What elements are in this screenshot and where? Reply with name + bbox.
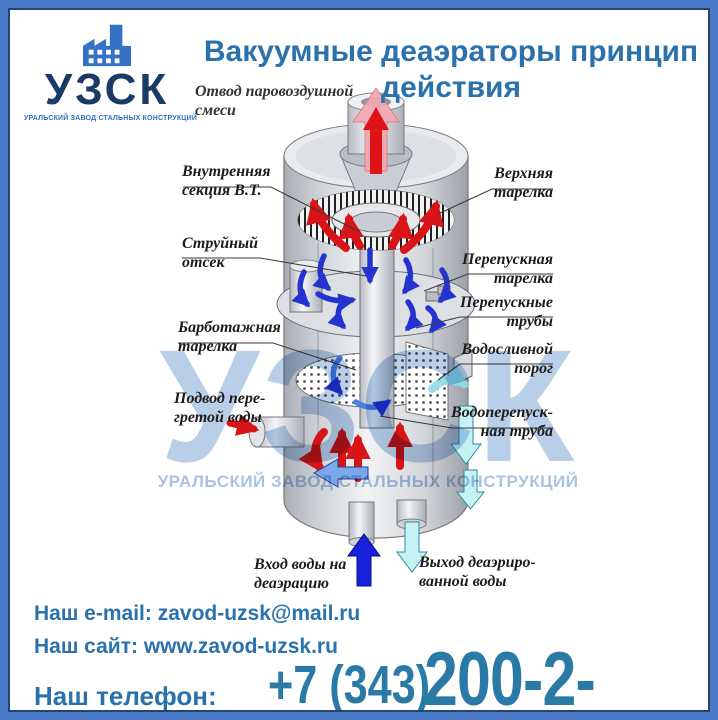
page-title: Вакуумные деаэраторы принцип действия	[203, 35, 699, 104]
label-water-outlet: Выход деаэриро- ванной воды	[419, 554, 536, 590]
logo-subtitle: УРАЛЬСКИЙ ЗАВОД СТАЛЬНЫХ КОНСТРУКЦИЙ	[24, 114, 198, 122]
label-upper-tray: Верхняя тарелка	[493, 165, 553, 201]
phone-label: Наш телефон:	[34, 681, 217, 711]
phone-number: 200-2-210	[424, 637, 596, 720]
site-line: Наш сайт: www.zavod-uzsk.ru	[34, 635, 338, 659]
label-transfer-tray: Перепускная тарелка	[462, 251, 553, 287]
site-value: www.zavod-uzsk.ru	[143, 635, 338, 658]
deaerated-water-arrows	[450, 405, 486, 510]
label-vapour-outlet: Отвод паровоздушной смеси	[195, 83, 354, 119]
deaerator-diagram	[178, 87, 553, 587]
bottom-water-arrow	[313, 458, 369, 488]
vapour-outlet-arrow	[352, 87, 400, 174]
transfer-pipe-opening	[425, 291, 440, 302]
leader-lines	[178, 186, 553, 429]
label-hot-water-supply: Подвод пере- гретой воды	[174, 390, 266, 426]
email-label: Наш e-mail:	[34, 602, 152, 625]
water-outlet-arrow	[396, 521, 428, 573]
hot-water-feed-arrow	[226, 414, 260, 436]
factory-icon	[83, 24, 131, 67]
label-bubbling-tray: Барботажная тарелка	[178, 319, 281, 355]
label-transfer-pipe: Водоперепуск- ная труба	[450, 404, 553, 440]
logo-name: УЗСК	[44, 65, 170, 114]
email-value: zavod-uzsk@mail.ru	[157, 602, 361, 625]
label-overflow-weir: Водосливной порог	[461, 341, 553, 377]
label-jet-section: Струйный отсек	[182, 235, 259, 271]
logo: УЗСК УРАЛЬСКИЙ ЗАВОД СТАЛЬНЫХ КОНСТРУКЦИ…	[24, 20, 198, 122]
label-transfer-pipes: Перепускные трубы	[460, 294, 553, 330]
water-inlet-arrow	[347, 533, 381, 587]
upper-steam-arrows	[306, 197, 444, 254]
email-line: Наш e-mail: zavod-uzsk@mail.ru	[34, 602, 360, 626]
site-label: Наш сайт:	[34, 635, 138, 658]
label-water-inlet: Вход воды на деаэрацию	[254, 556, 347, 592]
weir-flow-arrow	[428, 364, 470, 393]
phone-area-code: +7 (343)	[268, 655, 431, 715]
tray-circulation-arrows	[324, 355, 392, 417]
label-inner-section: Внутренняя секция В.Т.	[182, 163, 271, 199]
jet-section-arrows	[291, 247, 457, 334]
